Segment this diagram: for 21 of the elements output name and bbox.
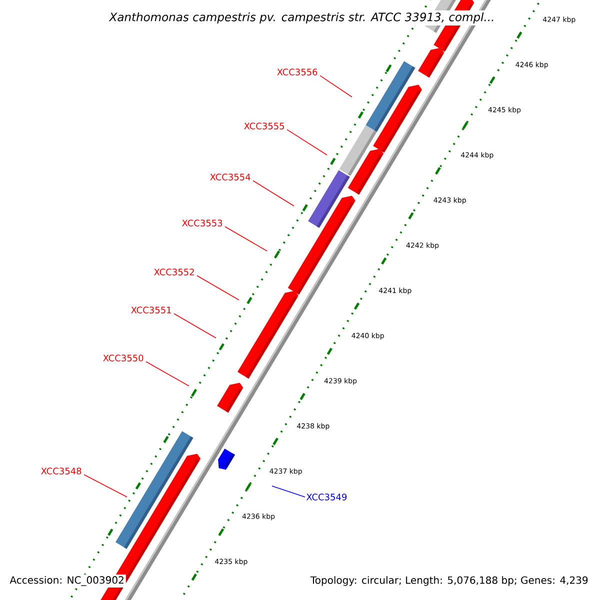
leader-line xyxy=(146,361,190,386)
gene-label: XCC3550 xyxy=(103,354,144,362)
gene-label: XCC3554 xyxy=(210,174,250,180)
accession-text: Accession: NC_003902 xyxy=(8,574,126,588)
leader-line xyxy=(84,474,128,498)
leader-line xyxy=(252,180,294,206)
leader-line xyxy=(286,129,328,156)
leader-line xyxy=(174,313,216,338)
gene-label: XCC3549 xyxy=(306,494,347,500)
gene-label: XCC3551 xyxy=(131,306,171,314)
leader-line xyxy=(224,226,268,252)
gene-label: XCC3552 xyxy=(154,268,194,276)
leader-line xyxy=(196,275,240,300)
gene-label: XCC3553 xyxy=(182,220,222,226)
gene-label: XCC3548 xyxy=(41,468,82,474)
gene-label: XCC3556 xyxy=(277,68,318,76)
leader-line xyxy=(320,75,352,98)
genome-info-text: Topology: circular; Length: 5,076,188 bp; Genes: 4,239 xyxy=(308,574,590,588)
title: Xanthomonas campestris pv. campestris str. ATCC 33913, compl... xyxy=(107,10,497,26)
leader-line xyxy=(272,486,306,498)
gene-label: XCC3555 xyxy=(244,122,284,130)
